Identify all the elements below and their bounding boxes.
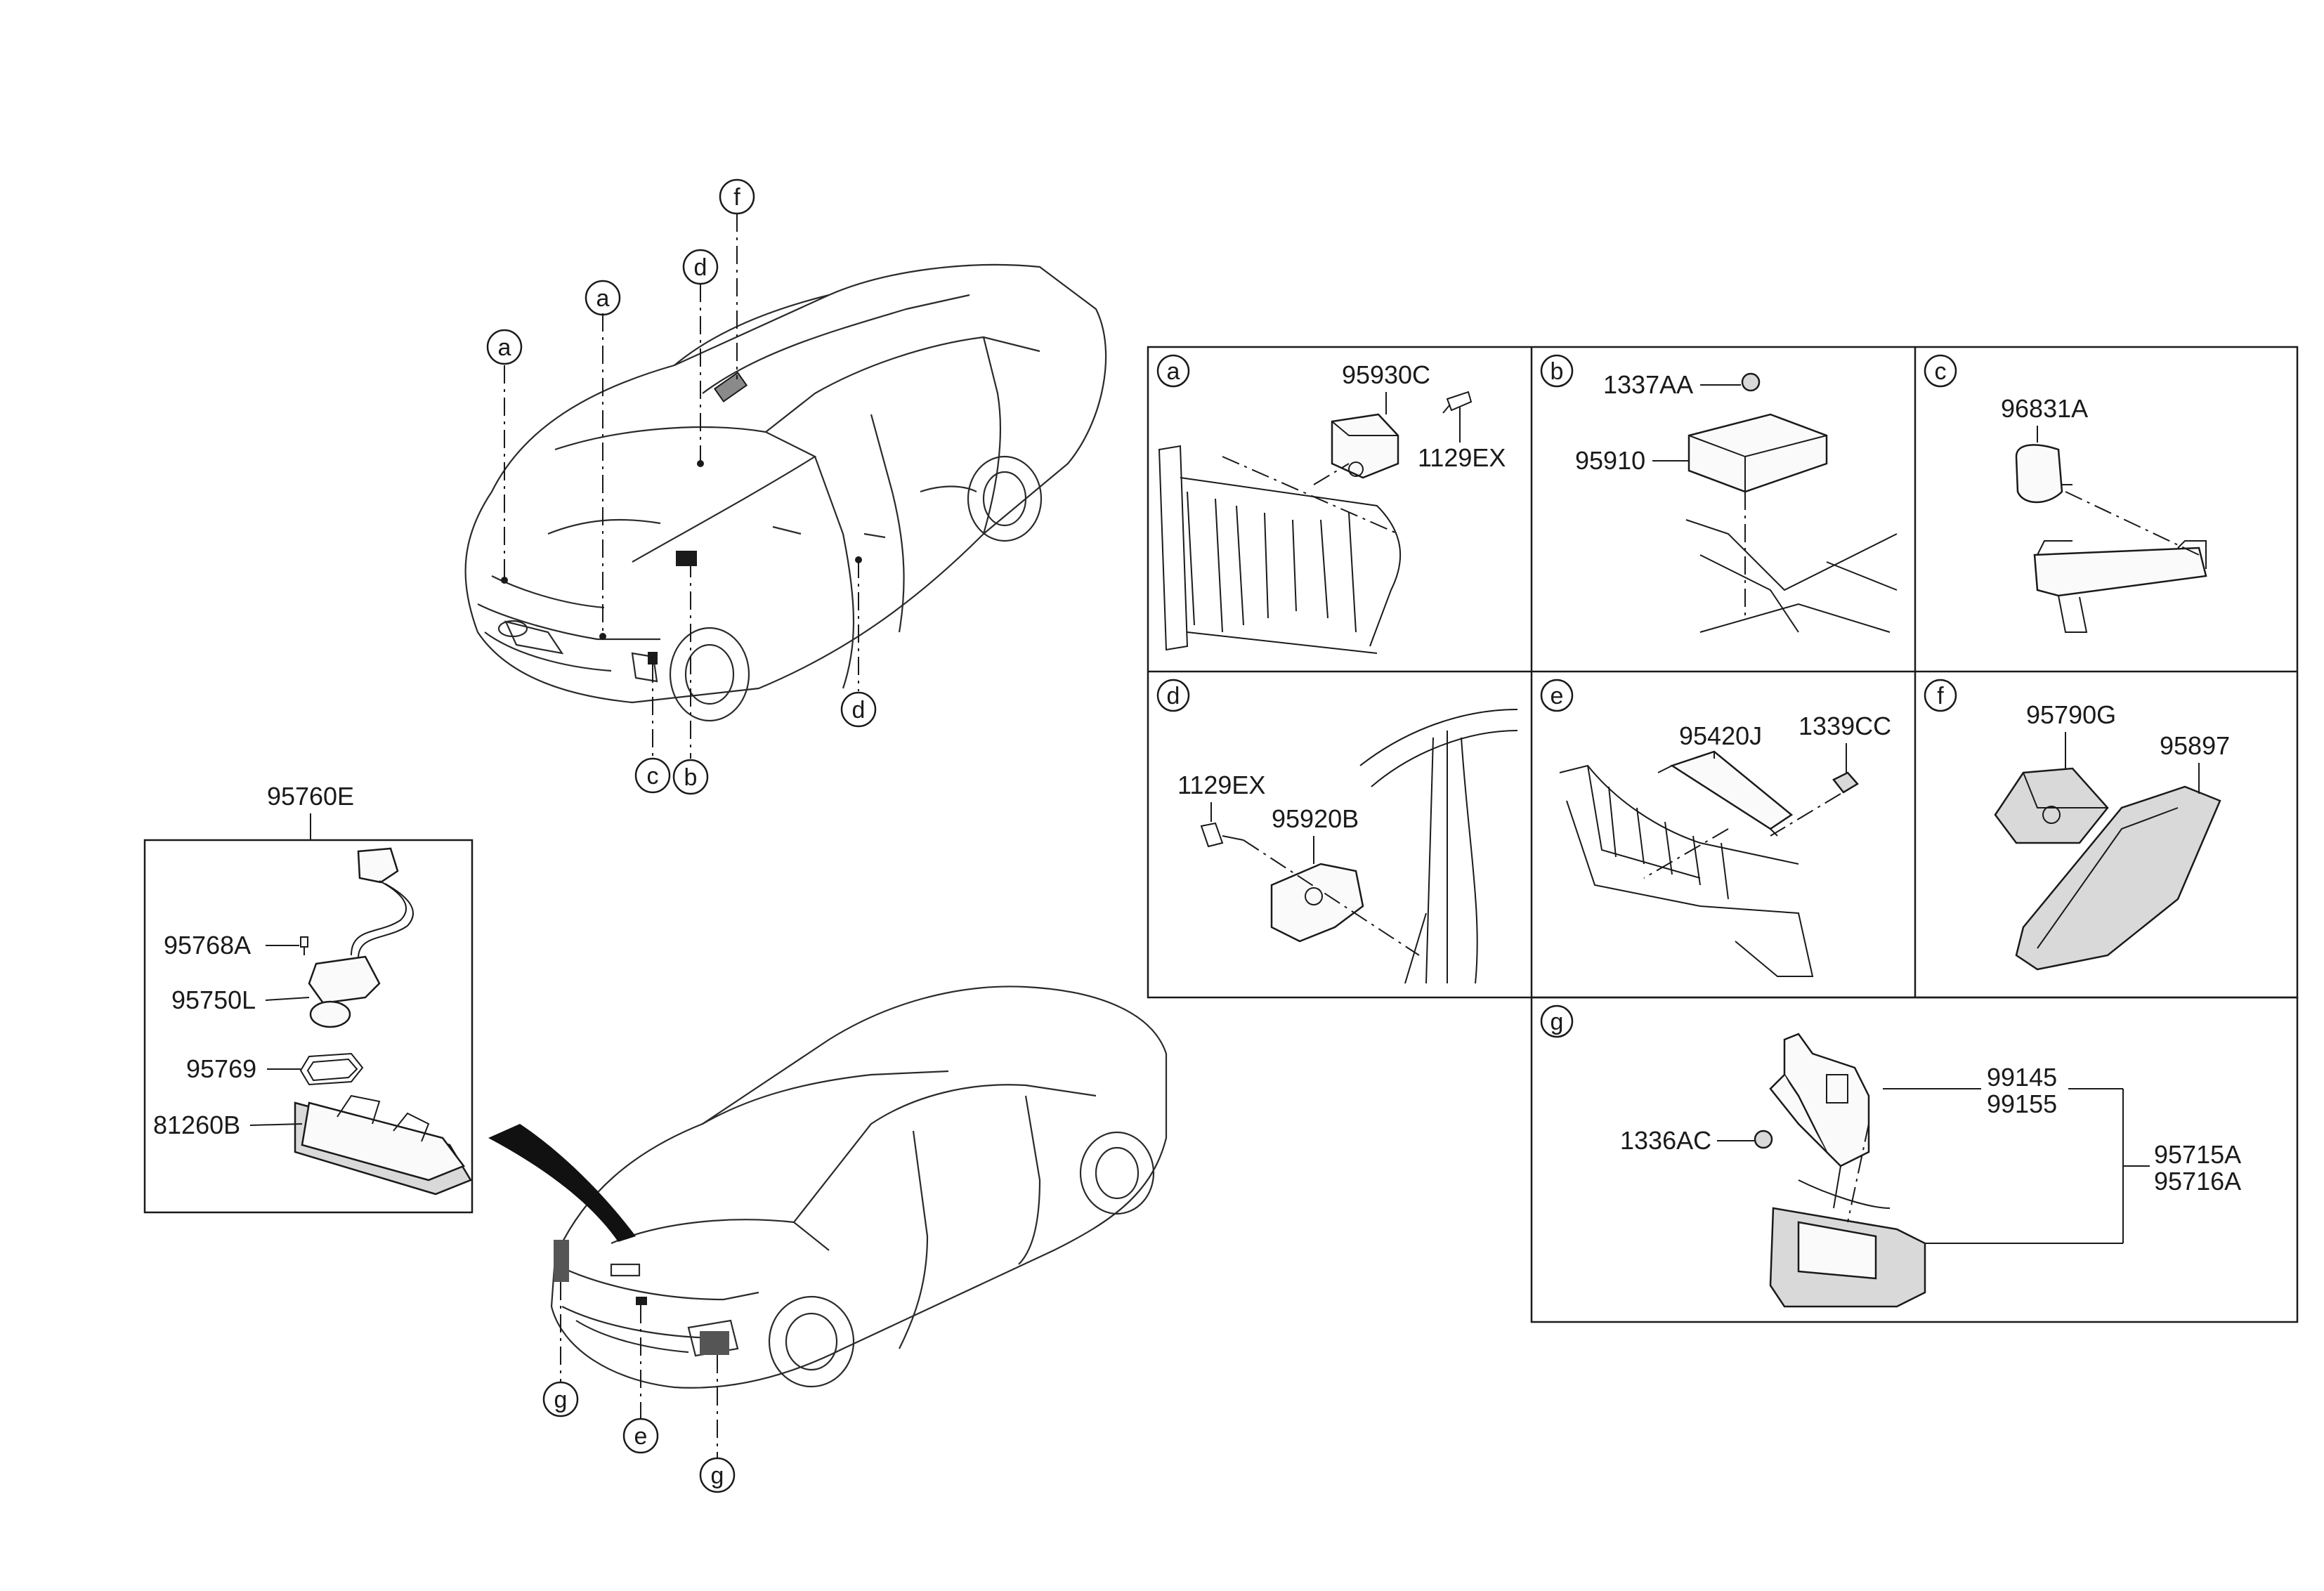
label-95790G: 95790G: [2026, 700, 2116, 729]
ref-d-front-1: d: [694, 254, 707, 281]
rear-car-leaders: [560, 1282, 718, 1458]
ref-c-front: c: [647, 763, 659, 790]
label-95897: 95897: [2160, 731, 2230, 760]
detail-cell-g: g 99145 99155 95715A 95716A 1336AC: [1540, 1004, 2241, 1308]
ref-g-cell: g: [1551, 1009, 1564, 1035]
front-car-leaders: [504, 214, 859, 759]
label-96831A: 96831A: [2001, 394, 2088, 423]
assembly-95760E: 95760E 95768A 95750L 95769 81260B: [143, 782, 474, 1214]
label-81260B: 81260B: [153, 1111, 240, 1139]
label-99145: 99145: [1987, 1063, 2057, 1092]
ref-c-cell: c: [1935, 358, 1947, 385]
label-95930C: 95930C: [1342, 360, 1430, 389]
rear-car-refs: g e g: [542, 1381, 736, 1493]
label-95920B: 95920B: [1272, 804, 1359, 833]
rear-car-markers: [554, 1240, 729, 1355]
ref-g-rear-2: g: [711, 1462, 724, 1489]
label-95715A: 95715A: [2154, 1140, 2241, 1169]
ref-a-front-2: a: [596, 285, 610, 312]
detail-cell-e: e 95420J 1339CC: [1540, 679, 1891, 977]
label-1129EX-d: 1129EX: [1177, 771, 1265, 799]
ref-f-cell: f: [1937, 683, 1944, 709]
ref-a-front-1: a: [498, 334, 511, 361]
label-95769: 95769: [186, 1054, 256, 1083]
label-95768A: 95768A: [164, 931, 251, 960]
ref-e-rear: e: [634, 1423, 648, 1450]
detail-cell-f: f 95790G 95897: [1924, 679, 2230, 971]
label-95760E: 95760E: [267, 782, 354, 811]
ref-d-front-2: d: [852, 697, 866, 724]
ref-a-cell: a: [1167, 358, 1180, 385]
ref-e-cell: e: [1551, 683, 1564, 709]
ref-g-rear-1: g: [554, 1387, 568, 1413]
label-99155: 99155: [1987, 1089, 2057, 1118]
label-95910: 95910: [1575, 446, 1645, 475]
detail-cell-a: a 95930C 1129EX: [1156, 354, 1506, 654]
ref-f-front: f: [733, 184, 740, 211]
label-95716A: 95716A: [2154, 1167, 2241, 1196]
detail-pointer: [488, 1124, 636, 1242]
front-car-markers: [501, 372, 862, 664]
front-car-illustration: [464, 263, 1107, 722]
detail-grid: [1147, 346, 2299, 1323]
label-95750L: 95750L: [171, 986, 256, 1014]
label-1336AC: 1336AC: [1620, 1126, 1711, 1155]
rear-car-illustration: [550, 986, 1168, 1389]
detail-cell-c: c 96831A: [1924, 354, 2207, 633]
detail-cell-b: b 1337AA 95910: [1540, 354, 1898, 633]
front-car-refs: a a d f d c b: [486, 178, 877, 795]
ref-b-cell: b: [1551, 358, 1564, 385]
label-1337AA: 1337AA: [1603, 370, 1693, 399]
ref-d-cell: d: [1167, 683, 1180, 709]
label-1129EX-a: 1129EX: [1418, 443, 1506, 472]
label-1339CC: 1339CC: [1799, 712, 1891, 740]
detail-cell-d: d 1129EX 95920B: [1156, 679, 1518, 984]
label-95420J: 95420J: [1679, 721, 1762, 750]
assembly-95760E-frame: [143, 839, 474, 1214]
ref-b-front: b: [684, 764, 698, 791]
